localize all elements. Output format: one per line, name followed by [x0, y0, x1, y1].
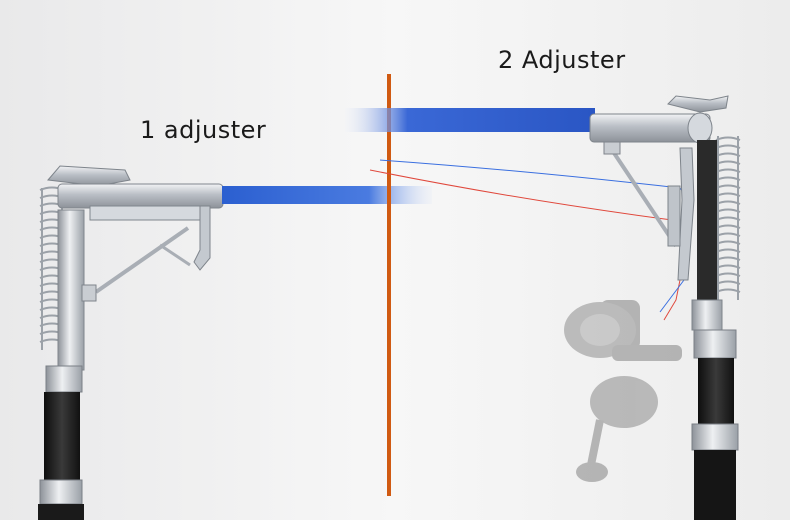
left-horizontal-tube [57, 183, 224, 209]
left-vertical-tube [57, 209, 85, 371]
right-blue-rod [345, 108, 595, 132]
right-vertical-tube [697, 140, 717, 330]
right-eva-grip [698, 358, 734, 426]
spinning-reel [564, 300, 682, 482]
right-lower-collar [691, 423, 739, 451]
left-lower-collar [39, 479, 83, 505]
double-adjuster-rod-holder [345, 95, 741, 520]
left-trigger-mechanism [81, 205, 211, 302]
right-top-lever [667, 95, 729, 113]
left-eva-grip [44, 392, 80, 480]
right-adjuster-arms [603, 141, 695, 281]
single-adjuster-rod-holder [38, 165, 432, 520]
left-blue-rod [222, 186, 432, 204]
right-chrome-collar [693, 329, 737, 359]
left-chrome-collar [45, 365, 83, 393]
single-adjuster-label: 1 adjuster [140, 116, 267, 144]
right-coil-spring [715, 136, 741, 300]
double-adjuster-label: 2 Adjuster [498, 46, 626, 74]
